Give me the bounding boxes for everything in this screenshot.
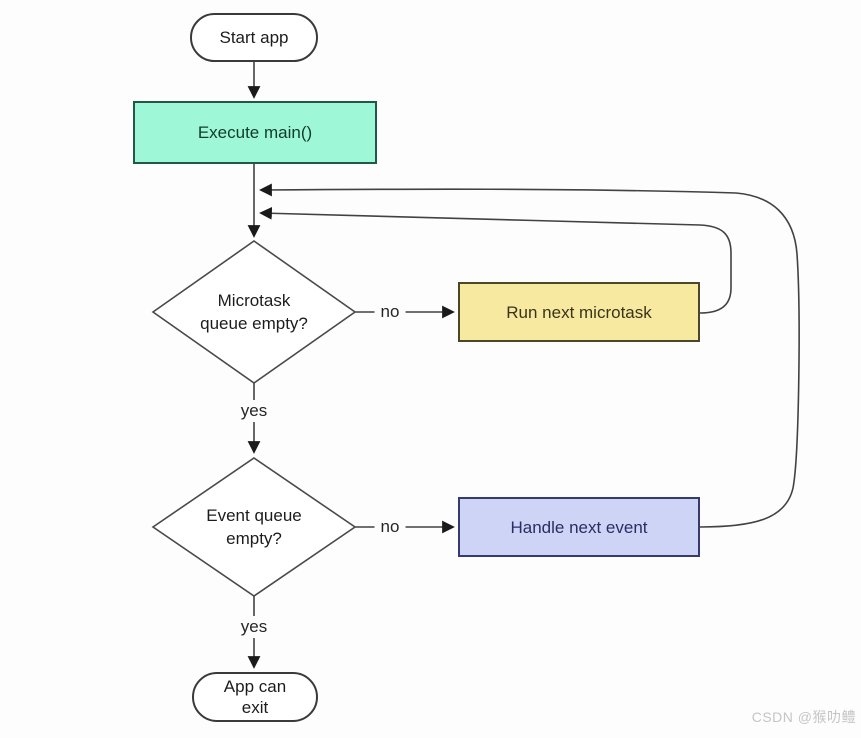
- edge-label-microtask-no: no: [374, 301, 406, 323]
- start-node-label: Start app: [219, 28, 289, 47]
- execute-main-node: Execute main(): [133, 101, 377, 164]
- handle-event-node: Handle next event: [458, 497, 700, 557]
- event-decision-shape: [151, 457, 357, 597]
- execute-main-label: Execute main(): [197, 123, 313, 142]
- edge-event-loopback: [259, 183, 800, 528]
- edge-microtask-loopback: [259, 206, 732, 314]
- edge-label-microtask-yes: yes: [234, 400, 274, 422]
- app-exit-node: App can exit: [192, 672, 318, 722]
- app-exit-line2: exit: [241, 698, 269, 717]
- microtask-decision-label: Microtask queue empty?: [159, 289, 349, 335]
- start-node: Start app: [190, 13, 318, 62]
- edge-label-event-no: no: [374, 516, 406, 538]
- app-exit-line1: App can: [223, 677, 287, 696]
- csdn-watermark: CSDN @猴叻鳢: [751, 709, 856, 725]
- microtask-decision-line1: Microtask: [217, 291, 291, 310]
- run-microtask-label: Run next microtask: [506, 302, 652, 322]
- handle-event-label: Handle next event: [510, 517, 648, 537]
- event-decision-line1: Event queue: [206, 506, 302, 525]
- edge-label-event-yes: yes: [234, 616, 274, 638]
- microtask-decision-line2: queue empty?: [200, 314, 308, 333]
- run-microtask-node: Run next microtask: [458, 282, 700, 342]
- event-decision-line2: empty?: [226, 529, 282, 548]
- event-decision-label: Event queue empty?: [159, 504, 349, 550]
- microtask-decision-shape: [151, 240, 357, 384]
